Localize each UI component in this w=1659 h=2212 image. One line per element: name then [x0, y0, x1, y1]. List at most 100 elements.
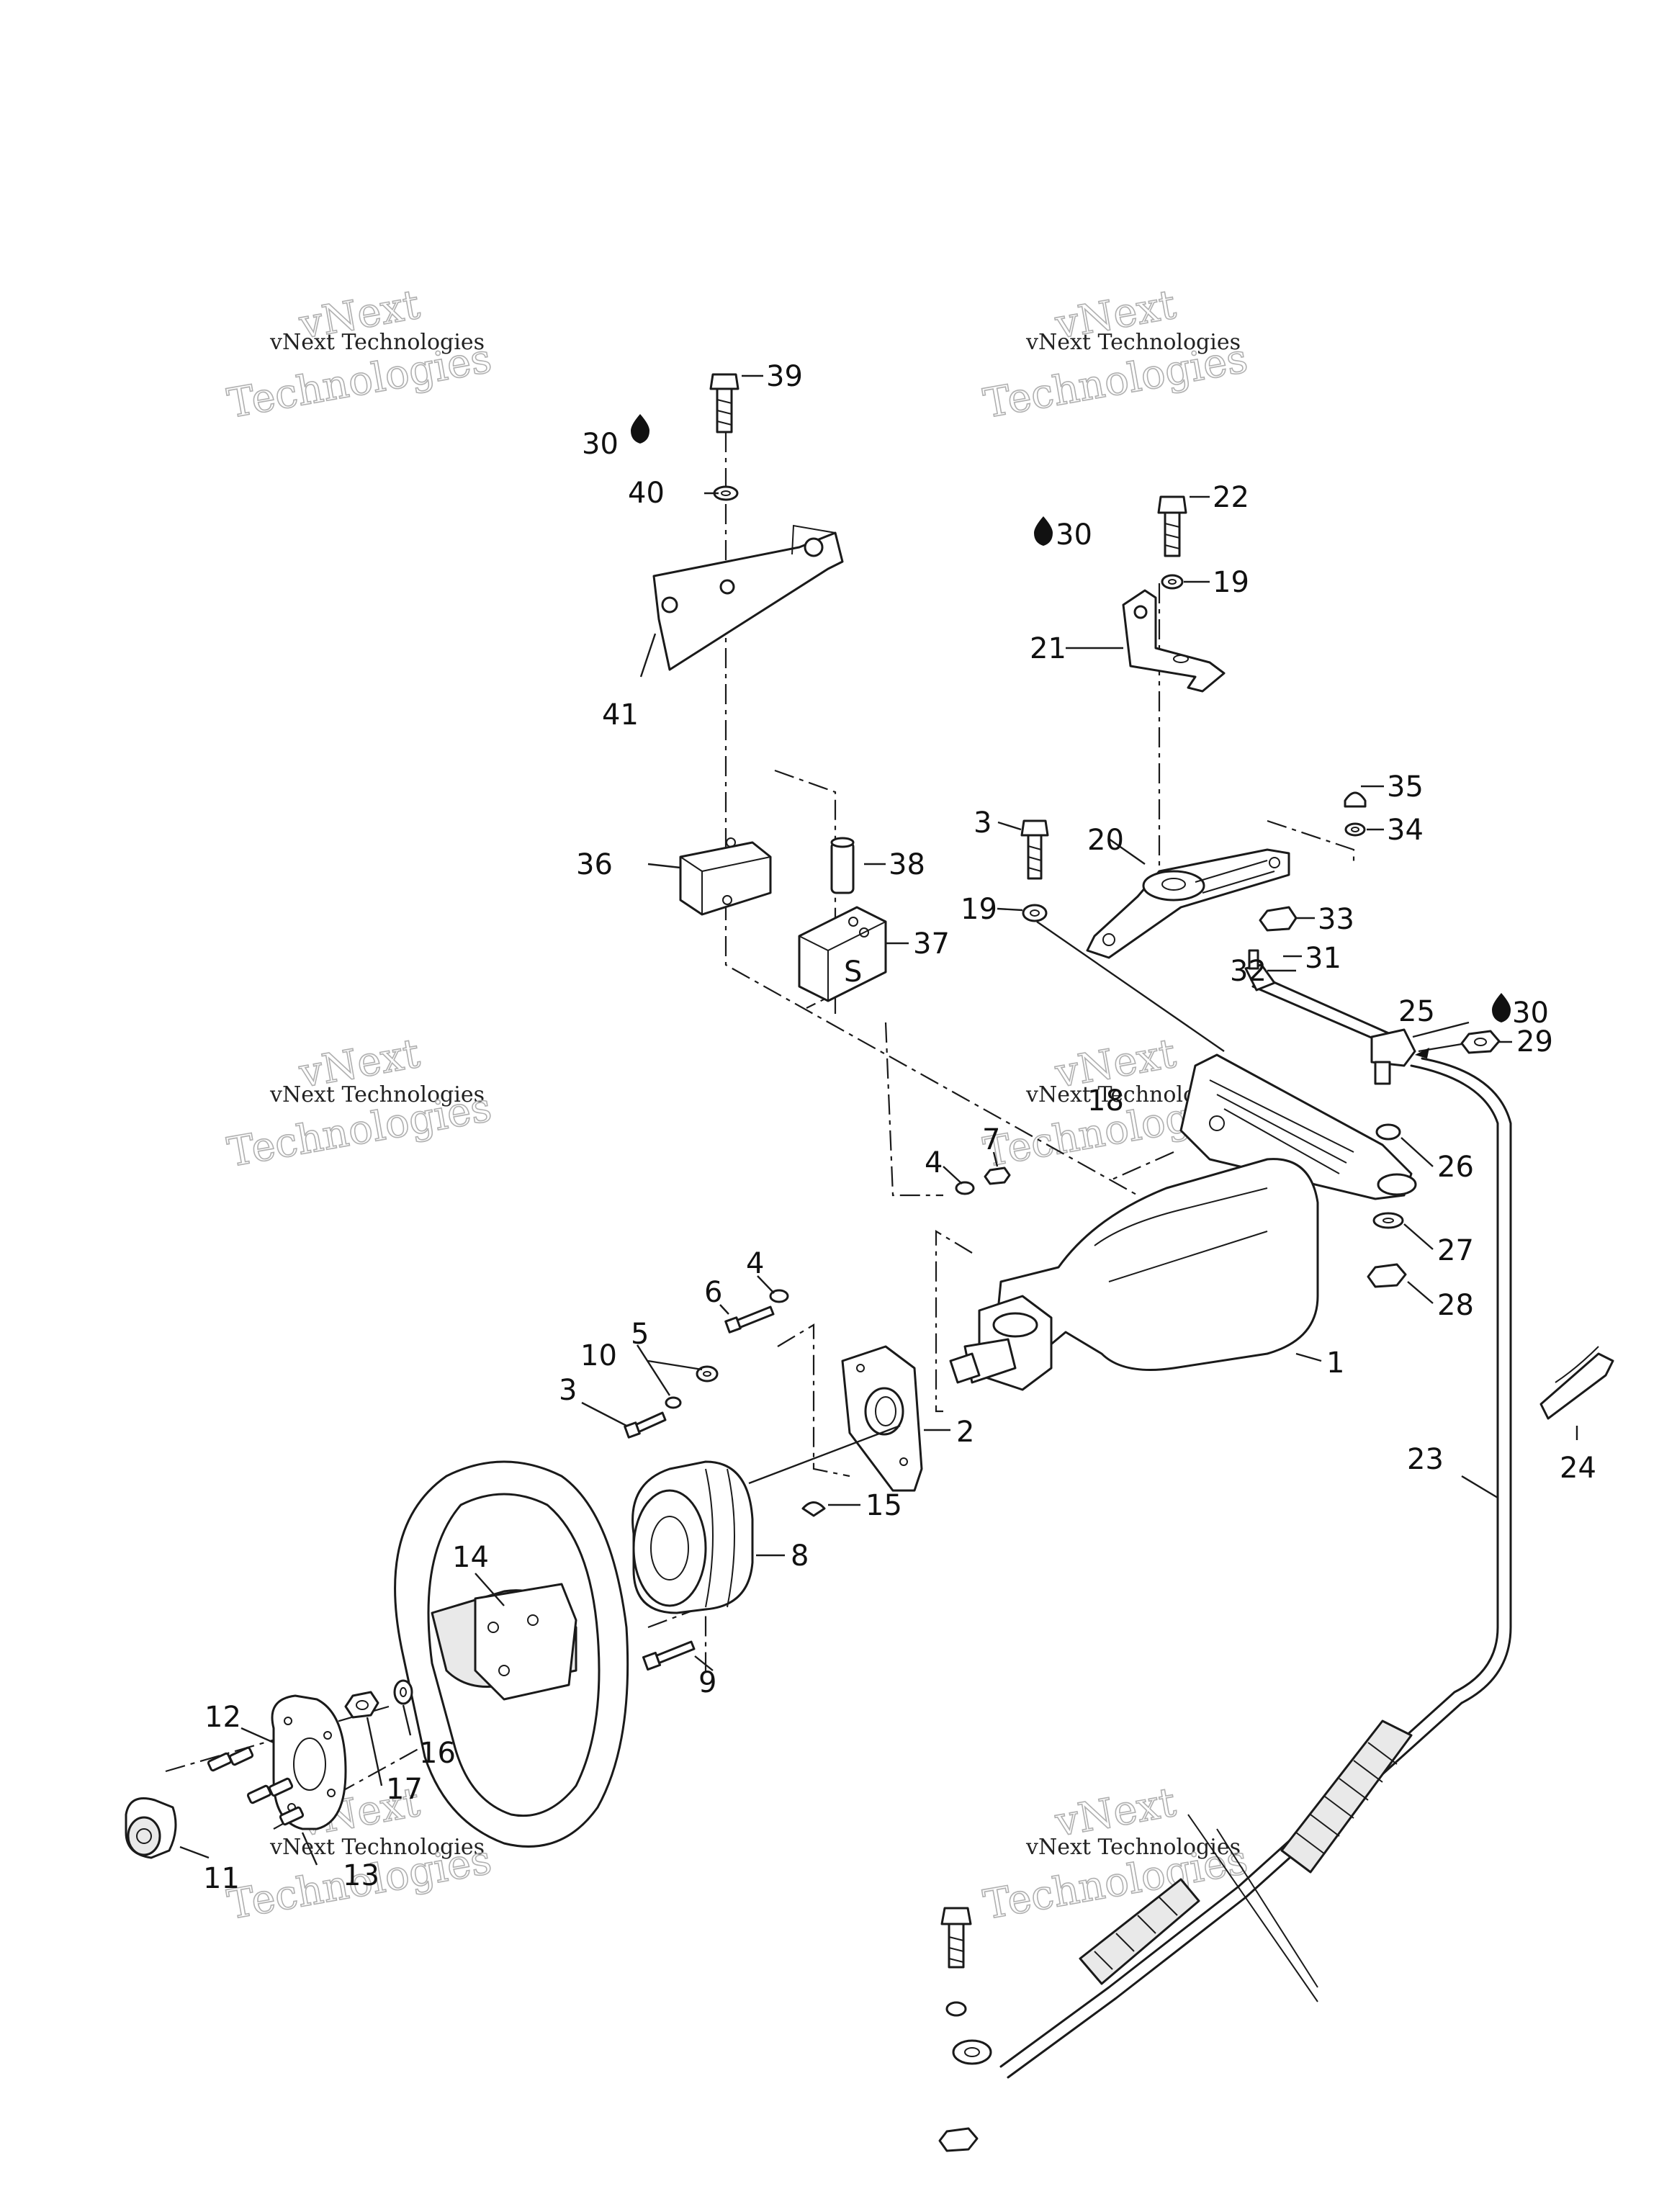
nut-29 [1460, 1030, 1501, 1054]
plate-2 [841, 1345, 923, 1492]
callout-6: 6 [704, 1276, 722, 1309]
cap-11 [125, 1797, 177, 1859]
bracket-36 [679, 837, 772, 916]
watermark-top-left: vNext vNext Technologies Technologies [223, 281, 495, 428]
screw-3-low [624, 1411, 667, 1439]
callout-2: 2 [956, 1416, 974, 1449]
callout-29: 29 [1516, 1025, 1553, 1058]
helm-housing-1 [949, 1158, 1319, 1391]
callout-14: 14 [452, 1541, 489, 1574]
bolt-3-mid [1020, 819, 1049, 880]
callout-5: 5 [631, 1318, 649, 1351]
callout-39: 39 [766, 360, 803, 393]
bracket-21 [1122, 589, 1226, 693]
callout-30-mid: 30 [1056, 518, 1092, 552]
callout-15: 15 [866, 1489, 902, 1522]
callout-32: 32 [1230, 955, 1267, 988]
washer-19-mid [1022, 904, 1048, 922]
bolt-39 [709, 373, 739, 433]
oil-drop-icon [1492, 993, 1511, 1022]
callout-34: 34 [1387, 814, 1424, 847]
nut-7 [984, 1166, 1011, 1185]
nut-28 [1367, 1263, 1407, 1288]
callout-22: 22 [1213, 481, 1249, 514]
callout-11: 11 [203, 1862, 240, 1895]
callout-30-left: 30 [582, 428, 619, 461]
callout-23: 23 [1407, 1443, 1444, 1476]
fitting-32 [1244, 949, 1276, 992]
washer-4-top [955, 1181, 975, 1195]
callout-36: 36 [576, 848, 613, 881]
callout-28: 28 [1437, 1289, 1474, 1322]
callout-21: 21 [1030, 632, 1066, 665]
tie-24 [1539, 1346, 1614, 1420]
arm-18 [1179, 1053, 1417, 1200]
washer-19-top [1161, 574, 1184, 590]
watermark-top-right: vNext vNext Technologies Technologies [979, 281, 1251, 428]
key-15 [801, 1501, 826, 1517]
watermark-small: vNext Technologies [269, 1082, 485, 1107]
callout-12: 12 [204, 1701, 241, 1734]
callout-24: 24 [1560, 1452, 1596, 1485]
washer-10 [665, 1396, 682, 1409]
cable-23 [999, 1057, 1512, 2079]
callout-16: 16 [419, 1737, 456, 1770]
washer-4-mid [769, 1289, 789, 1303]
callout-35: 35 [1387, 770, 1424, 804]
washer-26 [1375, 1123, 1401, 1141]
callout-38: 38 [889, 848, 925, 881]
screws-13 [207, 1746, 305, 1826]
ball-joint-25 [1370, 1028, 1416, 1085]
callout-18: 18 [1087, 1084, 1124, 1118]
callout-20: 20 [1087, 824, 1124, 857]
callout-41: 41 [602, 698, 639, 732]
arrow-icon [1415, 1048, 1429, 1058]
bolt-22 [1157, 495, 1187, 557]
callout-8: 8 [791, 1539, 809, 1573]
watermark-mid-left: vNext vNext Technologies Technologies [223, 1030, 495, 1177]
arm-20 [1086, 848, 1290, 959]
washer-27 [1372, 1212, 1404, 1229]
callout-40: 40 [628, 477, 665, 510]
block-37: S [798, 906, 887, 1002]
cable-end-hardware [938, 1907, 992, 2152]
nut-17 [344, 1691, 379, 1719]
screw-6 [724, 1305, 775, 1334]
callout-4-mid: 4 [746, 1247, 764, 1280]
bracket-41 [652, 524, 844, 671]
callout-31: 31 [1305, 942, 1341, 975]
callout-25: 25 [1398, 995, 1435, 1028]
leader-lines [179, 374, 1578, 1866]
watermark-small: vNext Technologies [1025, 330, 1241, 355]
callout-17: 17 [386, 1773, 423, 1806]
callout-3-mid: 3 [974, 806, 992, 840]
callout-4-top: 4 [925, 1146, 943, 1179]
pin-38 [830, 837, 855, 894]
block-mark: S [844, 956, 862, 989]
nut-33 [1259, 906, 1298, 932]
watermark-small: vNext Technologies [269, 330, 485, 355]
callout-33: 33 [1318, 903, 1354, 936]
callout-10: 10 [580, 1339, 617, 1372]
callout-27: 27 [1437, 1234, 1474, 1267]
oil-drop-icon [1034, 516, 1053, 546]
callout-1: 1 [1326, 1346, 1344, 1380]
callout-9: 9 [698, 1666, 716, 1699]
washer-34 [1344, 822, 1366, 837]
callout-3-low: 3 [559, 1374, 577, 1407]
callout-19-mid: 19 [961, 893, 997, 926]
ring-12 [271, 1694, 347, 1830]
washer-5 [696, 1365, 719, 1382]
callout-26: 26 [1437, 1151, 1474, 1184]
oil-drop-icon [631, 414, 649, 444]
hub-8 [631, 1460, 754, 1614]
cable-end-coil [1079, 1719, 1413, 2002]
callout-37: 37 [913, 927, 950, 961]
callout-13: 13 [343, 1859, 379, 1892]
watermark-bottom-right: vNext vNext Technologies Technologies [979, 1779, 1251, 1930]
callout-labels: 39 30 40 41 36 38 37 22 30 19 21 35 34 2… [203, 360, 1596, 1895]
callout-30-right: 30 [1512, 997, 1549, 1030]
washer-16 [393, 1679, 413, 1705]
